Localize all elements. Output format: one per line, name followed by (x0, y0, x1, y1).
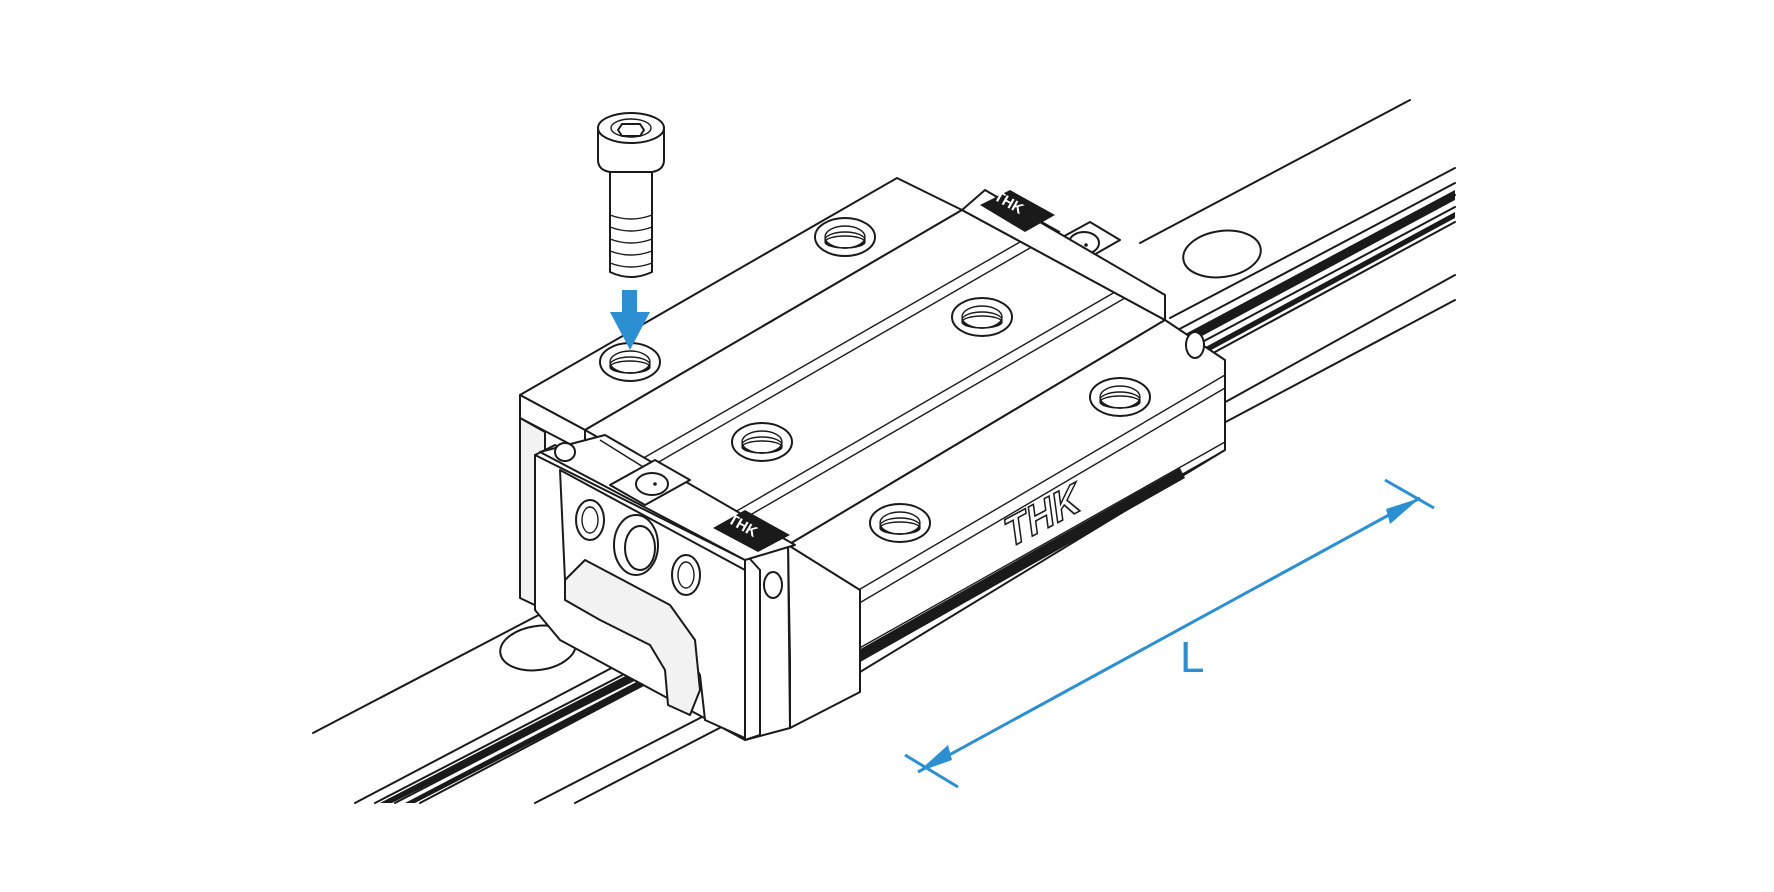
rail-hole-back (1182, 229, 1262, 279)
logo-plate-front: THK (713, 510, 790, 552)
logo-plate-back: THK (980, 188, 1055, 232)
endcap-holes (554, 331, 1205, 599)
rail (312, 99, 1456, 804)
tapped-holes (599, 217, 1151, 543)
guide-block: THK THK THK (519, 177, 1226, 741)
down-arrow-icon (610, 290, 650, 350)
dimension-label: L (1180, 633, 1204, 682)
cap-screw-icon (597, 112, 665, 278)
dimension-length: L (904, 478, 1435, 789)
